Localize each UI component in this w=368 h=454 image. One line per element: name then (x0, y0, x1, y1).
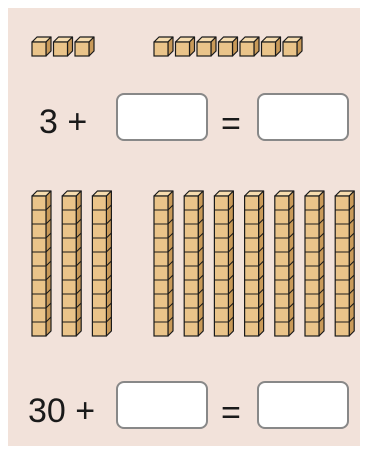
equation-1-first-term: 3 + (39, 105, 87, 139)
equation-2-first-term: 30 + (28, 394, 95, 428)
equation-1-blank-2-input[interactable] (259, 95, 347, 139)
ten-rod (154, 191, 173, 336)
ten-rod (335, 191, 354, 336)
ten-rod (305, 191, 324, 336)
unit-cube (154, 37, 173, 56)
ten-rod (214, 191, 233, 336)
ten-rod (275, 191, 294, 336)
equation-2-blank-2[interactable] (257, 381, 349, 429)
ten-rod (184, 191, 203, 336)
equation-1-blank-1[interactable] (116, 93, 208, 141)
unit-cube (32, 37, 51, 56)
unit-cube (283, 37, 302, 56)
exercise-panel: 3 + = 30 + = (8, 8, 360, 446)
equation-1-equals-sign: = (221, 107, 241, 141)
ten-rod (92, 191, 111, 336)
tens-rods-illustration (8, 178, 360, 353)
unit-cube (176, 37, 195, 56)
ones-cubes-illustration (8, 8, 360, 68)
ten-rod (62, 191, 81, 336)
unit-cube (54, 37, 73, 56)
ten-rod (245, 191, 264, 336)
equation-2-blank-1[interactable] (116, 381, 208, 429)
unit-cube (75, 37, 94, 56)
equation-1-blank-1-input[interactable] (118, 95, 206, 139)
equation-2-blank-1-input[interactable] (118, 383, 206, 427)
unit-cube (197, 37, 216, 56)
ten-rod (32, 191, 51, 336)
unit-cube (240, 37, 259, 56)
unit-cube (219, 37, 238, 56)
equation-1-blank-2[interactable] (257, 93, 349, 141)
equation-2-blank-2-input[interactable] (259, 383, 347, 427)
equation-2-equals-sign: = (221, 396, 241, 430)
unit-cube (262, 37, 281, 56)
